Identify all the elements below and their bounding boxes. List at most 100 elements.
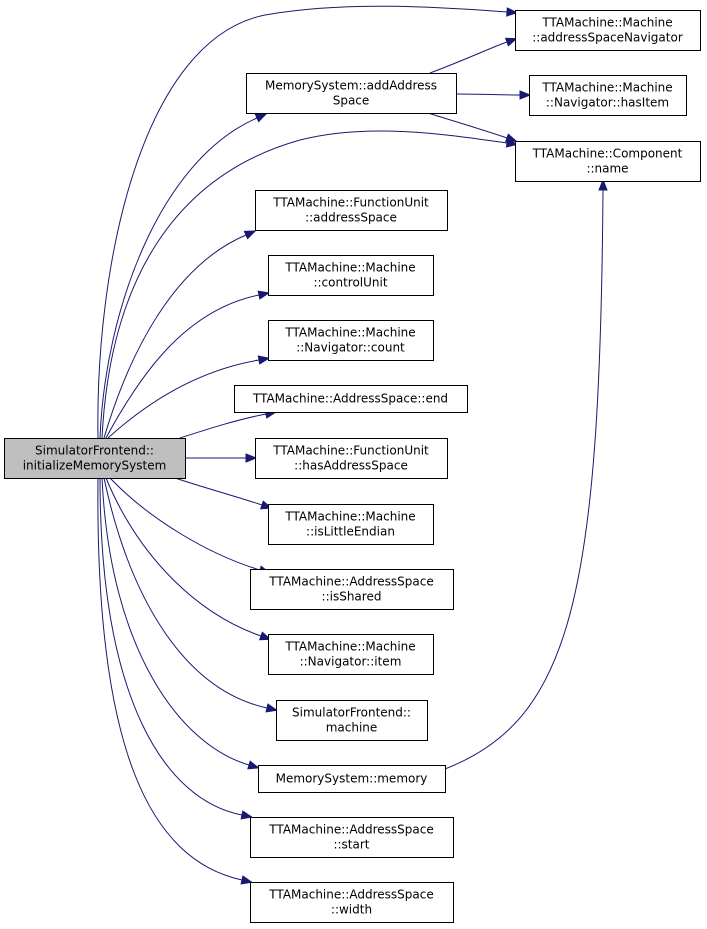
node-box bbox=[250, 817, 454, 858]
arrowhead bbox=[598, 178, 608, 191]
node-label-line: TTAMachine::Component bbox=[532, 147, 683, 161]
edge-msadd-to-asn bbox=[429, 37, 518, 74]
node-fuas[interactable]: TTAMachine::FunctionUnit::addressSpace bbox=[255, 190, 448, 231]
node-box bbox=[268, 504, 434, 545]
arrowhead bbox=[258, 631, 272, 641]
node-navitem[interactable]: TTAMachine::Machine::Navigator::item bbox=[268, 634, 434, 675]
arrowhead bbox=[240, 875, 254, 885]
edge-root-to-asend bbox=[179, 409, 278, 439]
node-label-line: ::isShared bbox=[322, 590, 382, 604]
edge-line bbox=[455, 93, 521, 96]
nodes-layer: SimulatorFrontend::initializeMemorySyste… bbox=[4, 10, 701, 923]
node-fuhas[interactable]: TTAMachine::FunctionUnit::hasAddressSpac… bbox=[255, 438, 448, 479]
edge-root-to-asstart bbox=[99, 477, 254, 820]
edge-line bbox=[427, 112, 508, 139]
node-box bbox=[250, 569, 454, 610]
node-shared[interactable]: TTAMachine::AddressSpace::isShared bbox=[250, 569, 454, 610]
edge-line bbox=[97, 477, 243, 881]
edge-root-to-fuhas bbox=[186, 453, 258, 463]
arrowhead bbox=[240, 810, 254, 820]
edge-root-to-msadd bbox=[99, 113, 268, 439]
node-root[interactable]: SimulatorFrontend::initializeMemorySyste… bbox=[4, 438, 186, 479]
arrowhead bbox=[257, 290, 271, 300]
node-asstart[interactable]: TTAMachine::AddressSpace::start bbox=[250, 817, 454, 858]
node-label-line: TTAMachine::AddressSpace bbox=[268, 888, 433, 902]
edge-root-to-sfmachine bbox=[103, 477, 279, 713]
edge-line bbox=[103, 234, 247, 439]
edge-line bbox=[99, 117, 258, 439]
edge-msadd-to-compname bbox=[427, 112, 518, 143]
node-box bbox=[258, 765, 446, 793]
edge-root-to-cu bbox=[105, 290, 271, 439]
node-box bbox=[234, 385, 468, 413]
node-navcount[interactable]: TTAMachine::Machine::Navigator::count bbox=[268, 320, 434, 361]
edge-root-to-le bbox=[174, 477, 273, 510]
node-box bbox=[276, 700, 428, 741]
edge-line bbox=[107, 359, 260, 439]
arrowhead bbox=[254, 113, 268, 123]
node-label-line: SimulatorFrontend:: bbox=[35, 444, 154, 458]
edge-root-to-navcount bbox=[107, 355, 271, 439]
node-label-line: TTAMachine::AddressSpace bbox=[268, 823, 433, 837]
node-sfmachine[interactable]: SimulatorFrontend::machine bbox=[276, 700, 428, 741]
edge-root-to-fuas bbox=[103, 230, 257, 439]
edge-line bbox=[179, 413, 267, 439]
node-label-line: TTAMachine::Machine bbox=[284, 510, 415, 524]
node-cu[interactable]: TTAMachine::Machine::controlUnit bbox=[268, 255, 434, 296]
edge-msmem-to-compname bbox=[444, 178, 608, 770]
node-label-line: ::hasAddressSpace bbox=[294, 459, 408, 473]
node-box bbox=[515, 141, 701, 182]
node-box bbox=[255, 438, 448, 479]
node-label-line: ::addressSpace bbox=[305, 211, 397, 225]
node-label-line: TTAMachine::Machine bbox=[541, 16, 672, 30]
node-box bbox=[529, 75, 687, 116]
node-label-line: SimulatorFrontend:: bbox=[292, 706, 411, 720]
node-asend[interactable]: TTAMachine::AddressSpace::end bbox=[234, 385, 468, 413]
node-box bbox=[246, 73, 457, 114]
edge-line bbox=[429, 41, 508, 74]
node-label-line: ::Navigator::count bbox=[296, 341, 405, 355]
edge-line bbox=[97, 5, 508, 439]
arrowhead bbox=[506, 7, 519, 17]
node-le[interactable]: TTAMachine::Machine::isLittleEndian bbox=[268, 504, 434, 545]
node-label-line: ::addressSpaceNavigator bbox=[532, 31, 683, 45]
edge-root-to-aswidth bbox=[97, 477, 254, 885]
arrowhead bbox=[504, 133, 518, 143]
node-label-line: ::Navigator::hasItem bbox=[546, 96, 669, 110]
arrowhead bbox=[243, 230, 257, 240]
arrowhead bbox=[245, 453, 258, 463]
node-label-line: TTAMachine::FunctionUnit bbox=[272, 196, 429, 210]
node-label-line: MemorySystem::memory bbox=[276, 772, 428, 786]
node-asn[interactable]: TTAMachine::Machine::addressSpaceNavigat… bbox=[515, 10, 701, 51]
node-label-line: Space bbox=[333, 94, 370, 108]
node-compname[interactable]: TTAMachine::Component::name bbox=[515, 141, 701, 182]
node-label-line: TTAMachine::AddressSpace::end bbox=[252, 392, 448, 406]
edge-root-to-msmem bbox=[101, 477, 260, 770]
node-label-line: ::Navigator::item bbox=[300, 655, 402, 669]
arrowhead bbox=[265, 703, 279, 713]
node-label-line: TTAMachine::FunctionUnit bbox=[272, 444, 429, 458]
node-label-line: TTAMachine::AddressSpace bbox=[268, 575, 433, 589]
edge-line bbox=[103, 477, 268, 709]
node-box bbox=[250, 882, 454, 923]
node-msmem[interactable]: MemorySystem::memory bbox=[258, 765, 446, 793]
node-box bbox=[255, 190, 448, 231]
arrowhead bbox=[519, 90, 532, 100]
node-label-line: TTAMachine::Machine bbox=[284, 261, 415, 275]
arrowhead bbox=[247, 760, 260, 770]
node-label-line: MemorySystem::addAddress bbox=[265, 79, 437, 93]
node-label-line: ::controlUnit bbox=[313, 276, 387, 290]
edge-msadd-to-hasitem bbox=[455, 90, 532, 100]
node-label-line: ::name bbox=[586, 162, 628, 176]
edge-line bbox=[99, 477, 243, 816]
edge-line bbox=[109, 477, 261, 571]
node-aswidth[interactable]: TTAMachine::AddressSpace::width bbox=[250, 882, 454, 923]
node-label-line: TTAMachine::Machine bbox=[541, 81, 672, 95]
node-hasitem[interactable]: TTAMachine::Machine::Navigator::hasItem bbox=[529, 75, 687, 116]
node-label-line: ::start bbox=[333, 838, 369, 852]
edge-root-to-asn bbox=[97, 5, 519, 439]
node-label-line: ::isLittleEndian bbox=[306, 525, 395, 539]
node-box bbox=[268, 320, 434, 361]
